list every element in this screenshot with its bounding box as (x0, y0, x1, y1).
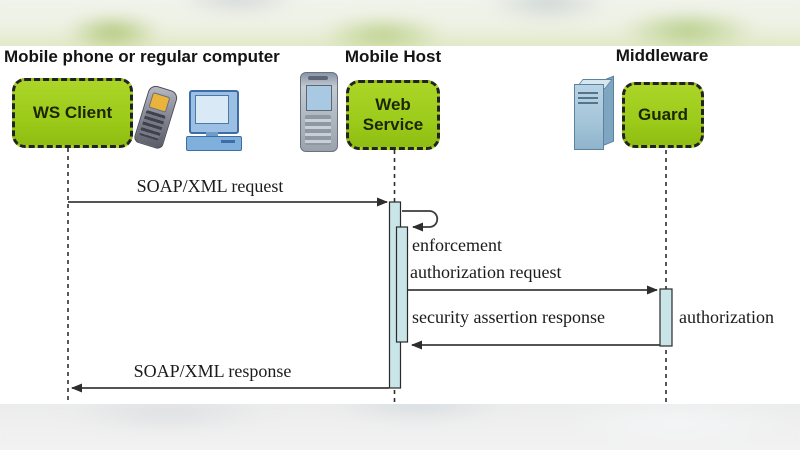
blurred-bottom-band (0, 404, 800, 450)
message-security-assertion-response: security assertion response (412, 307, 605, 327)
activation-web-service-nested (395, 226, 409, 343)
server-tower-icon (574, 75, 616, 152)
actor-label-ws-client: WS Client (32, 103, 113, 123)
arrow-enforcement-self-loop (402, 210, 439, 232)
message-authorization: authorization (679, 307, 774, 327)
smartphone-icon (300, 72, 338, 152)
message-authorization-request: authorization request (410, 262, 562, 282)
blurred-top-band (0, 0, 800, 46)
actor-label-web-service: Web Service (362, 95, 424, 134)
activation-guard (659, 288, 673, 347)
actor-box-web-service: Web Service (346, 80, 440, 150)
group-label-client: Mobile phone or regular computer (4, 47, 280, 66)
group-label-mobile-host: Mobile Host (344, 47, 442, 66)
message-soap-xml-response: SOAP/XML response (133, 361, 292, 381)
actor-label-guard: Guard (637, 105, 689, 125)
actor-box-ws-client: WS Client (12, 78, 133, 148)
desktop-computer-icon (186, 90, 242, 151)
group-label-middleware: Middleware (615, 46, 709, 65)
actor-box-guard: Guard (622, 82, 704, 148)
message-soap-xml-request: SOAP/XML request (136, 176, 284, 196)
message-enforcement: enforcement (412, 235, 502, 255)
